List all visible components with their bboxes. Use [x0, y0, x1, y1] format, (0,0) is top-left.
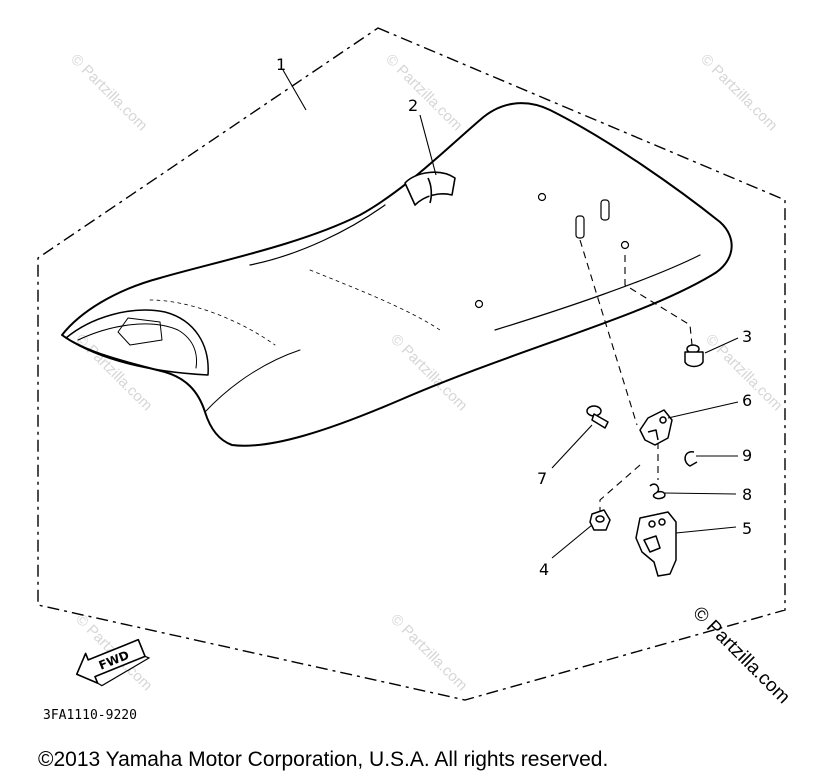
mount-hole — [537, 192, 547, 202]
leader-1 — [282, 69, 307, 111]
assembly-boundary — [37, 27, 786, 701]
seat-front-recess-inner — [77, 323, 197, 369]
part-8-spring — [649, 483, 666, 500]
callout-2: 2 — [408, 96, 418, 115]
seat-stitch-line — [309, 269, 441, 331]
callout-6: 6 — [742, 391, 752, 410]
leader-3 — [704, 337, 739, 354]
leader-7 — [551, 424, 593, 469]
diagram-code: 3FA1110-9220 — [43, 708, 137, 723]
lock-hole — [648, 520, 656, 528]
bracket-hole — [659, 416, 667, 424]
fwd-arrow-shadow — [97, 655, 151, 687]
clip-ring — [684, 451, 698, 467]
callout-3: 3 — [742, 327, 752, 346]
callout-numbers: 1 2 3 4 5 6 7 8 9 — [276, 55, 752, 579]
part-9-clip — [684, 451, 698, 467]
leader-5 — [675, 526, 737, 534]
copyright-notice: ©2013 Yamaha Motor Corporation, U.S.A. A… — [38, 748, 609, 771]
leader-4 — [551, 524, 593, 559]
seat-stitch-line — [149, 299, 276, 346]
callout-7: 7 — [537, 469, 547, 488]
part-4-grommet — [589, 509, 611, 531]
damper-body — [684, 351, 704, 368]
seat-strap — [404, 171, 456, 206]
leader-lines — [282, 69, 739, 559]
part-5-seat-lock — [635, 511, 677, 577]
callout-5: 5 — [742, 519, 752, 538]
watermark-corner: © Partzilla.com — [688, 603, 793, 708]
watermark: © Partzilla.com — [387, 331, 470, 414]
lock-cutout — [643, 535, 661, 553]
seat-mount-holes — [474, 192, 630, 309]
watermark: © Partzilla.com — [67, 51, 150, 134]
leader-2 — [419, 114, 437, 176]
bracket-body — [639, 409, 673, 446]
strap-fold — [427, 177, 433, 204]
callout-9: 9 — [742, 446, 752, 465]
mount-slot — [575, 215, 585, 239]
grommet-hole — [595, 515, 605, 523]
watermark: © Partzilla.com — [387, 611, 470, 694]
seat-front-recess — [65, 309, 209, 376]
mount-hole — [474, 299, 484, 309]
spring-coil — [649, 483, 666, 500]
assembly-line — [599, 464, 641, 512]
lock-hole — [658, 518, 666, 526]
assembly-lines — [579, 239, 693, 512]
mount-hole — [620, 240, 630, 250]
part-6-hook-bracket — [639, 409, 673, 446]
bracket-notch — [647, 429, 659, 441]
watermark: © Partzilla.com — [697, 51, 780, 134]
seat-side-crease — [204, 349, 301, 413]
watermark: © Partzilla.com — [382, 51, 465, 134]
seat-assembly — [61, 102, 733, 447]
assembly-line — [579, 239, 638, 426]
part-3-damper — [684, 344, 704, 368]
seat-upper-edge — [249, 204, 386, 266]
small-parts — [586, 344, 704, 577]
seat-front-insert — [117, 317, 163, 346]
fwd-arrow-shape — [75, 638, 146, 684]
callout-4: 4 — [539, 560, 549, 579]
bolt-shank — [591, 413, 609, 429]
seat-rear-panel-edge — [494, 254, 701, 331]
callout-1: 1 — [276, 55, 286, 74]
leader-8 — [663, 492, 737, 495]
seat-outline — [61, 102, 733, 447]
mount-slot — [600, 199, 610, 221]
part-7-bolt — [586, 405, 609, 429]
assembly-line — [624, 255, 693, 346]
leader-6 — [667, 401, 739, 419]
callout-8: 8 — [742, 485, 752, 504]
